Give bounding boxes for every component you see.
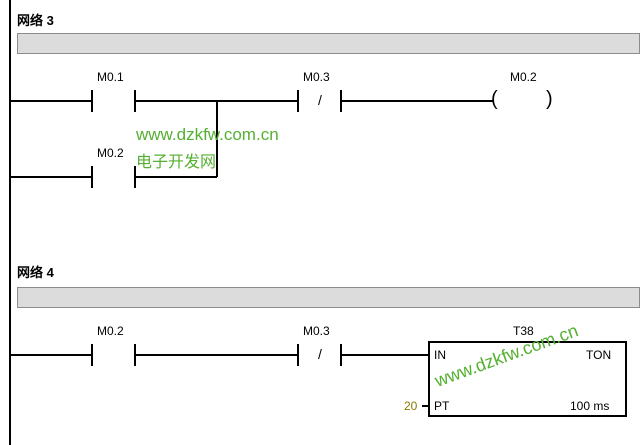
coil-right-paren[interactable]: ) — [546, 88, 553, 110]
contact-label-m03-n4: M0.3 — [303, 324, 330, 338]
coil-label-m02: M0.2 — [510, 70, 537, 84]
timer-in-label: IN — [434, 348, 446, 362]
timer-box[interactable] — [428, 341, 627, 417]
timer-name: T38 — [513, 324, 534, 338]
timer-preset-value[interactable]: 20 — [404, 399, 418, 413]
network-3-title[interactable]: 网络 3 — [17, 13, 54, 28]
coil-left-paren[interactable]: ( — [491, 88, 498, 110]
contact-label-m02-n4: M0.2 — [97, 324, 124, 338]
watermark-url: www.dzkfw.com.cn — [136, 125, 279, 144]
contact-label-m01: M0.1 — [97, 70, 124, 84]
watermark-name: 电子开发网 — [136, 154, 217, 171]
contact-label-m03: M0.3 — [303, 70, 330, 84]
negation-slash: / — [318, 92, 322, 108]
timer-resolution: 100 ms — [570, 399, 610, 413]
network-4-title[interactable]: 网络 4 — [17, 265, 54, 280]
timer-pt-label: PT — [434, 399, 450, 413]
contact-label-m02: M0.2 — [97, 146, 124, 160]
negation-slash-n4: / — [318, 346, 322, 362]
timer-type-label: TON — [586, 348, 612, 362]
